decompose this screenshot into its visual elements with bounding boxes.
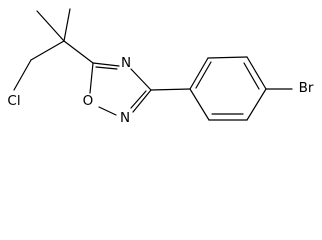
bond-c3-n2-double-inner xyxy=(130,90,147,109)
atom-label-bromine: Br xyxy=(299,80,314,96)
bond-phenyl-3-4 xyxy=(246,56,267,90)
bond-phenyl-2-3 xyxy=(207,56,248,59)
bond-methyl-right xyxy=(63,8,71,42)
bond-phenyl-3-4-inner xyxy=(243,62,260,90)
bond-c5-n4-double-outer xyxy=(92,62,120,67)
bond-quaternary-to-c5 xyxy=(63,40,94,64)
bond-phenyl-4-5 xyxy=(246,88,267,121)
bond-c3-n2-double-outer xyxy=(132,89,152,113)
bond-phenyl-1-2-inner xyxy=(195,61,212,89)
atom-label-ring-nitrogen-top: N xyxy=(121,55,131,71)
atom-label-ring-nitrogen-bottom: N xyxy=(120,110,130,126)
bond-quaternary-to-ch2 xyxy=(30,40,65,61)
bond-c5-n4-double-inner xyxy=(95,66,118,70)
bond-ch2-to-cl xyxy=(13,59,32,91)
chemical-structure: Cl O N N Br xyxy=(7,8,314,126)
bond-n4-c3 xyxy=(130,68,152,91)
bond-phenyl-1-2 xyxy=(189,57,209,90)
bond-methyl-left xyxy=(36,10,65,42)
atom-label-ring-oxygen: O xyxy=(83,93,94,109)
atom-label-chlorine: Cl xyxy=(7,93,20,109)
bond-phenyl-6-1 xyxy=(189,88,210,121)
bond-c3-to-phenyl xyxy=(150,88,191,91)
bond-n2-o1 xyxy=(98,106,117,116)
bond-o1-c5 xyxy=(89,62,94,94)
